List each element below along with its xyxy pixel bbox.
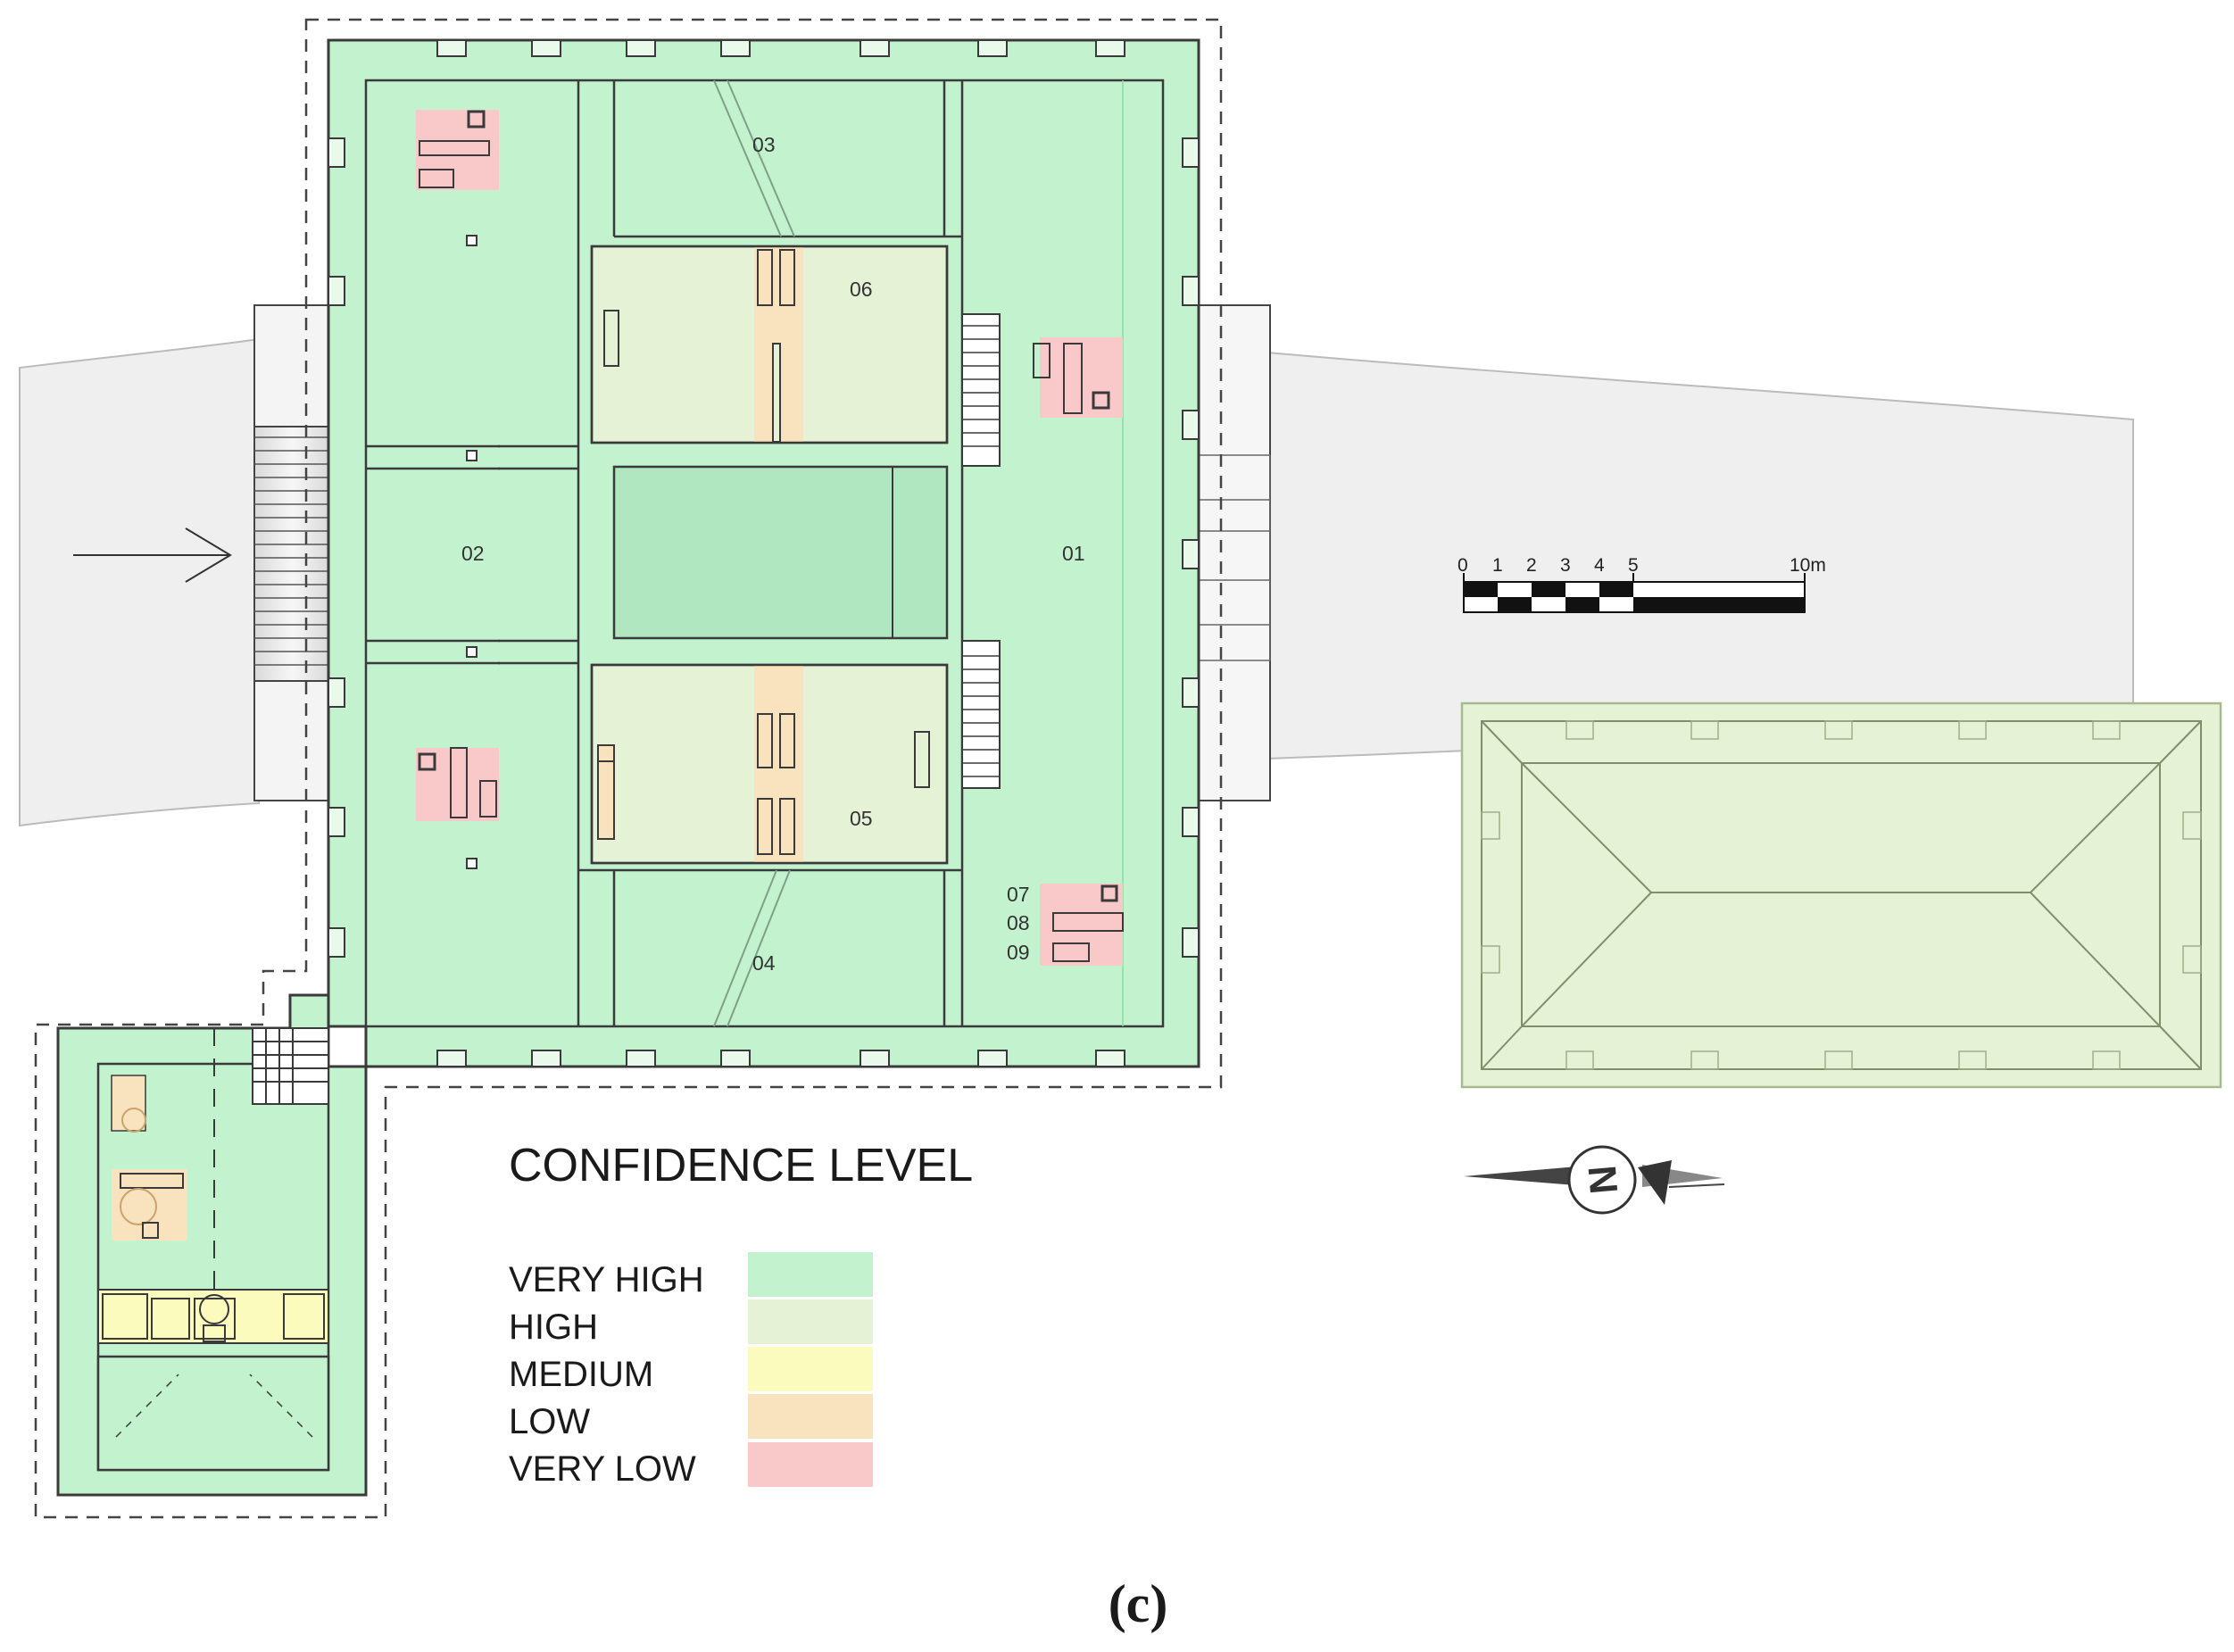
legend-swatch-low [748, 1394, 873, 1439]
scale-tick-3: 3 [1560, 555, 1571, 576]
legend: CONFIDENCE LEVEL VERY HIGH HIGH MEDIUM L… [509, 1140, 973, 1489]
entrance-stair-east [1193, 304, 1271, 801]
very-low-zone-03 [416, 110, 499, 190]
legend-label-medium: MEDIUM [509, 1355, 653, 1394]
scale-tick-4: 4 [1594, 555, 1605, 576]
north-arrow-icon: N [1464, 1145, 1725, 1215]
scale-tick-5: 5 [1628, 555, 1639, 576]
legend-swatch-high [748, 1299, 873, 1344]
legend-label-low: LOW [509, 1402, 590, 1441]
secondary-building [1460, 701, 2222, 1089]
room-label-02: 02 [461, 542, 485, 565]
legend-label-very-low: VERY LOW [509, 1449, 696, 1489]
annex-cellar [96, 1355, 330, 1472]
legend-title: CONFIDENCE LEVEL [509, 1140, 973, 1191]
room-label-06: 06 [850, 278, 873, 301]
annex-low-zone-b [112, 1169, 187, 1241]
scale-tick-0: 0 [1457, 555, 1468, 576]
legend-swatch-medium [748, 1347, 873, 1391]
very-low-zone-07-09 [1040, 884, 1124, 966]
scale-tick-10m: 10m [1790, 555, 1826, 576]
scale-tick-1: 1 [1492, 555, 1503, 576]
room-label-08: 08 [1007, 911, 1030, 934]
room-label-05: 05 [850, 807, 873, 830]
legend-swatch-very-high [748, 1252, 873, 1297]
annex-low-zone-a [111, 1075, 146, 1132]
north-symbol: N [1581, 1164, 1627, 1196]
entrance-arrow-icon [73, 527, 232, 583]
room-label-01: 01 [1062, 542, 1085, 565]
room-label-07: 07 [1007, 883, 1030, 906]
road-left [19, 337, 260, 827]
room-label-04: 04 [752, 951, 776, 975]
room-label-03: 03 [752, 133, 776, 156]
room-label-09: 09 [1007, 941, 1030, 964]
legend-swatch-very-low [748, 1442, 873, 1487]
very-low-zone-01 [1033, 337, 1123, 418]
legend-label-high: HIGH [509, 1307, 598, 1347]
road-right [1266, 351, 2134, 760]
scale-tick-2: 2 [1526, 555, 1537, 576]
legend-label-very-high: VERY HIGH [509, 1260, 704, 1299]
very-low-zone-02 [416, 747, 499, 821]
central-court [612, 465, 949, 640]
scale-bar: 0 1 2 3 4 5 10m [1457, 555, 1826, 613]
figure-caption: (c) [1109, 1574, 1168, 1633]
